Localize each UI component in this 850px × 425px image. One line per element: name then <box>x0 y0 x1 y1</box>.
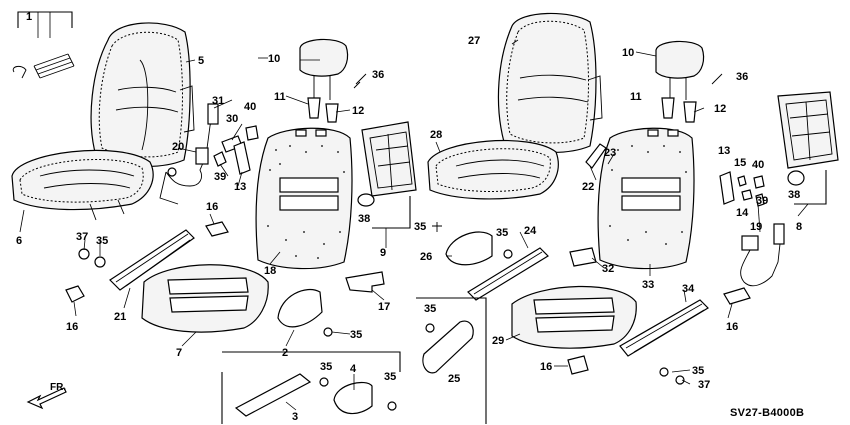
callout-6: 6 <box>16 235 22 247</box>
callout-9: 9 <box>380 247 386 259</box>
callout-3: 3 <box>292 411 298 423</box>
part-26-24-slide <box>445 231 549 301</box>
front-direction-arrow: FR. <box>26 382 67 410</box>
part-9-back-board <box>361 121 417 229</box>
callout-30: 30 <box>226 113 238 125</box>
callout-19: 19 <box>750 221 762 233</box>
callout-21: 21 <box>114 311 126 323</box>
callout-4: 4 <box>350 363 357 375</box>
callout-35-h: 35 <box>692 365 704 377</box>
part-29-cushion-pad <box>511 285 637 349</box>
callout-13-right: 13 <box>718 145 730 157</box>
callout-35-g: 35 <box>496 227 508 239</box>
fasteners-35-37 <box>319 249 685 411</box>
callout-7: 7 <box>176 347 182 359</box>
part-33-back-pad <box>597 127 695 270</box>
callout-10-left: 10 <box>268 53 280 65</box>
callout-35-a: 35 <box>96 235 108 247</box>
part-10-headrest-left <box>299 38 367 123</box>
part-17-bracket <box>345 271 385 293</box>
callout-12-left: 12 <box>352 105 364 117</box>
callout-35-f: 35 <box>424 303 436 315</box>
part-6-seat-cushion <box>11 149 154 221</box>
part-7-cushion-pad <box>141 264 269 333</box>
direction-label: FR. <box>50 382 66 393</box>
callout-35-b: 35 <box>350 329 362 341</box>
callout-16-b: 16 <box>66 321 78 333</box>
part-32-bracket <box>569 247 597 267</box>
callout-32: 32 <box>602 263 614 275</box>
callout-31: 31 <box>212 95 224 107</box>
callout-22: 22 <box>582 181 594 193</box>
part-1-spring-clip <box>12 11 75 79</box>
part-5-seat-back <box>90 22 195 167</box>
callout-40-left: 40 <box>244 101 256 113</box>
part-8-back-board <box>777 91 839 205</box>
leader-lines <box>19 39 809 411</box>
part-13-15-40-14-39-38-right <box>719 170 805 207</box>
callout-2: 2 <box>282 347 288 359</box>
callout-11-right: 11 <box>630 91 642 103</box>
diagram-code: SV27-B4000B <box>730 407 804 419</box>
callout-38-right: 38 <box>788 189 800 201</box>
callout-26: 26 <box>420 251 432 263</box>
callout-8: 8 <box>796 221 802 233</box>
part-34-slide-rail <box>619 299 709 357</box>
part-10-headrest-right <box>655 40 723 123</box>
callout-13-left: 13 <box>234 181 246 193</box>
callout-34: 34 <box>682 283 695 295</box>
callout-35-d: 35 <box>384 371 396 383</box>
part-19-heater-wire <box>740 223 785 287</box>
callout-37-right: 37 <box>698 379 710 391</box>
callout-23: 23 <box>604 147 616 159</box>
callout-1: 1 <box>26 11 32 23</box>
callout-18: 18 <box>264 265 276 277</box>
callout-35-c: 35 <box>320 361 332 373</box>
callout-20: 20 <box>172 141 184 153</box>
callout-5: 5 <box>198 55 204 67</box>
callout-39-left: 39 <box>214 171 226 183</box>
callout-10-right: 10 <box>622 47 634 59</box>
callout-33: 33 <box>642 279 654 291</box>
part-2-side-cover <box>277 288 323 328</box>
callout-36-left: 36 <box>372 69 384 81</box>
callout-14: 14 <box>736 207 749 219</box>
part-16-right <box>567 287 751 375</box>
part-21-slide-rail <box>109 229 195 291</box>
part-20-31-heater-wire <box>159 103 219 205</box>
callout-16-a: 16 <box>206 201 218 213</box>
callout-16-c: 16 <box>726 321 738 333</box>
part-28-seat-cushion <box>427 139 559 200</box>
callout-16-d: 16 <box>540 361 552 373</box>
callout-38-left: 38 <box>358 213 370 225</box>
callout-labels: 1 2 3 4 5 6 7 8 9 10 11 12 13 16 16 17 1… <box>16 11 802 423</box>
callout-29: 29 <box>492 335 504 347</box>
part-3-4-recliner <box>221 351 401 424</box>
callout-25: 25 <box>448 373 460 385</box>
callout-28: 28 <box>430 129 442 141</box>
callout-35-e: 35 <box>414 221 426 233</box>
callout-24: 24 <box>524 225 537 237</box>
part-16-37-left <box>65 221 229 303</box>
part-27-seat-back <box>497 12 603 153</box>
part-18-back-pad <box>255 127 353 270</box>
callout-11-left: 11 <box>274 91 286 103</box>
callout-36-right: 36 <box>736 71 748 83</box>
callout-17: 17 <box>378 301 390 313</box>
part-38-35-fasteners <box>357 193 442 232</box>
callout-39-right: 39 <box>756 195 768 207</box>
callout-37-left: 37 <box>76 231 88 243</box>
part-25-recliner <box>416 297 487 424</box>
callout-27: 27 <box>468 35 480 47</box>
callout-40-right: 40 <box>752 159 764 171</box>
part-30-40-39-13-pieces <box>213 125 259 175</box>
callout-15: 15 <box>734 157 746 169</box>
callout-12-right: 12 <box>714 103 726 115</box>
